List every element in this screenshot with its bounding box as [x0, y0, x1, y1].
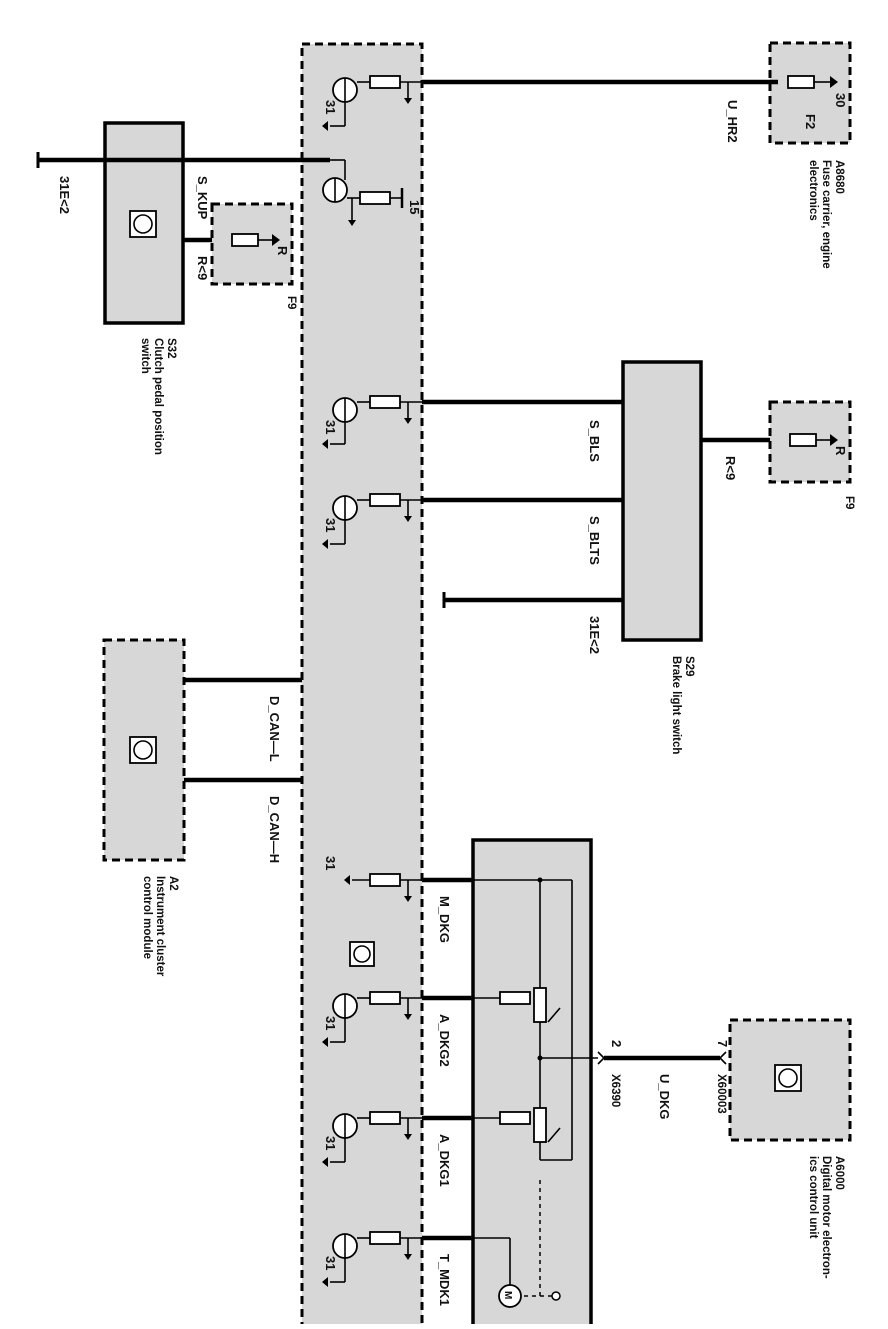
throttle-actuator: M M_DKG A_DKG2 A_DKG1 T_MDK1 [422, 838, 598, 1329]
s29-desc1: Brake light switch [670, 656, 682, 754]
d-can-l-label: D_CAN—L [267, 696, 282, 762]
a6000-pin: 7 [715, 1040, 730, 1047]
ground31-3: 31 [323, 518, 338, 532]
u-hr2-label: U_HR2 [725, 100, 740, 143]
a8680-desc1: Fuse carrier, engine [820, 160, 832, 269]
s32-id: S32 [165, 338, 177, 358]
ecu-transistor-a-dkg1: 31 [322, 1111, 422, 1167]
f9-top-fuse: R F9 [210, 202, 297, 309]
a2-desc2: control module [141, 876, 153, 959]
a8680-desc2: electronics [807, 160, 819, 221]
pin15-label: 15 [407, 200, 422, 214]
ecu-resistor-m-dkg: 31 [323, 856, 422, 902]
s32-desc2: switch [139, 338, 151, 374]
a8680-fuse: F2 [803, 114, 818, 129]
a-dkg2-label: A_DKG2 [437, 1014, 452, 1067]
ecu-transistor-s-blts: 31 [322, 493, 422, 549]
f9-right-name: F9 [843, 496, 855, 509]
a6000-id: A6000 [833, 1156, 845, 1190]
s32-desc1: Clutch pedal position [152, 338, 164, 455]
a2-desc1: Instrument cluster [154, 876, 166, 977]
t-mdk1-label: T_MDK1 [437, 1254, 452, 1306]
a6000-desc1: Digital motor electron- [820, 1156, 832, 1279]
a6000-desc2: ics control unit [807, 1156, 819, 1239]
s29-brake-switch: S_BLS S_BLTS 31E<2 R<9 S29 Brake light s… [422, 360, 790, 754]
f9-top-name: F9 [285, 296, 297, 309]
a2-instrument-cluster: D_CAN—L D_CAN—H A2 Instrument cluster co… [102, 638, 302, 977]
ecu-transistor-s-bls: 31 [322, 395, 422, 449]
ground31-4: 31 [323, 856, 338, 870]
s29-id: S29 [683, 656, 695, 676]
s-bls-label: S_BLS [587, 420, 602, 462]
a6000-dme: 7 X60003 A6000 Digital motor electron- i… [715, 1018, 852, 1279]
a8680-id: A8680 [833, 160, 845, 194]
a8680-pin: 30 [833, 93, 848, 107]
ecu-transistor-u-hr2: 31 [322, 75, 422, 131]
x6390-pin: 2 [609, 1040, 624, 1047]
f9-top-pin: R [275, 246, 290, 256]
r9-right-label: R<9 [723, 456, 738, 480]
a8680-fuse-carrier: 30 F2 U_HR2 A8680 Fuse carrier, engine e… [422, 41, 852, 269]
a-dkg1-label: A_DKG1 [437, 1134, 452, 1187]
a6000-connector: X60003 [715, 1074, 727, 1114]
ground-31e2-left: 31E<2 [57, 176, 72, 214]
f9-right-fuse: R F9 [768, 400, 855, 509]
ground31-6: 31 [323, 1136, 338, 1150]
ecu-transistor-t-mdk1: 31 [322, 1231, 422, 1287]
ecu-transistor-s-kup: 15 [322, 159, 422, 226]
u-dkg-label: U_DKG [657, 1074, 672, 1120]
s-kup-label: S_KUP [195, 176, 210, 220]
s32-clutch-switch: 31E<2 S_KUP R<9 S32 Clutch pedal positio… [36, 121, 330, 455]
motor-symbol: M [502, 1291, 513, 1299]
ground31-5: 31 [323, 1016, 338, 1030]
ground31-1: 31 [323, 100, 338, 114]
ecu-box [300, 42, 424, 1329]
r9-top-label: R<9 [195, 256, 210, 280]
ecu-transistor-a-dkg2: 31 [322, 991, 422, 1047]
ground-31e2-mid: 31E<2 [587, 616, 602, 654]
x6390-name: X6390 [609, 1074, 621, 1107]
s-blts-label: S_BLTS [587, 516, 602, 565]
ecu-logo-icon [349, 941, 375, 967]
d-can-h-label: D_CAN—H [267, 796, 282, 863]
a2-id: A2 [167, 876, 179, 891]
ground31-7: 31 [323, 1256, 338, 1270]
m-dkg-label: M_DKG [437, 896, 452, 943]
f9-right-pin: R [833, 446, 848, 456]
x6390-connector: 2 X6390 U_DKG [597, 1040, 727, 1120]
ground31-2: 31 [323, 420, 338, 434]
